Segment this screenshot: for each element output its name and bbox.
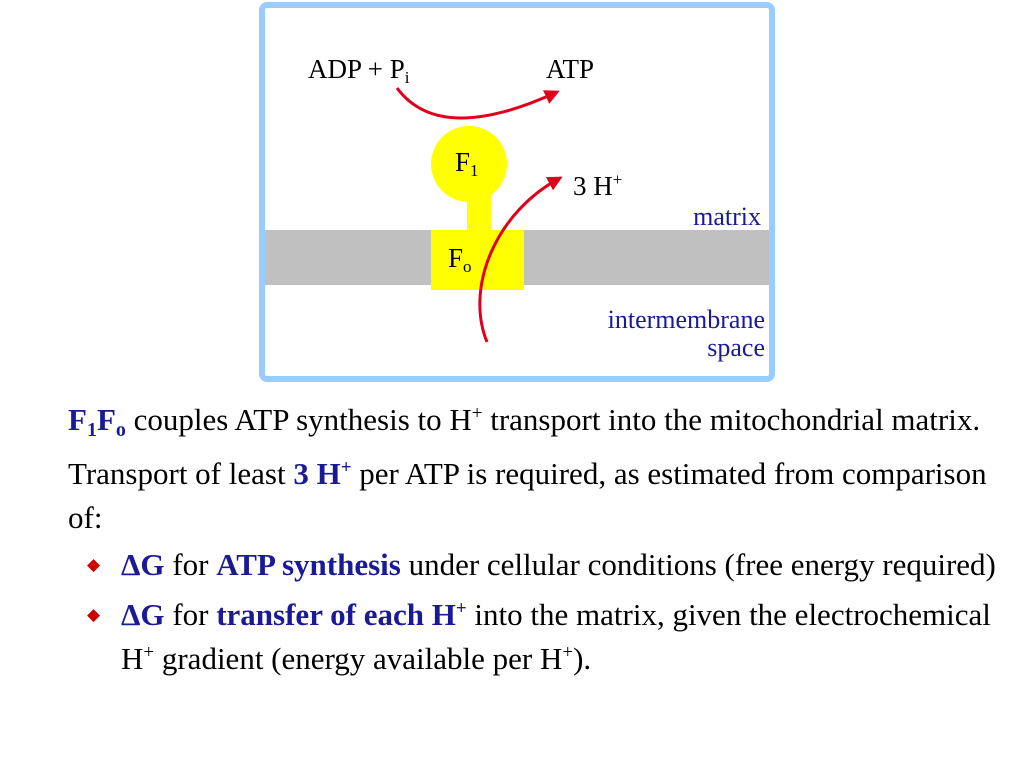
atp-synthesis-arrow bbox=[395, 87, 560, 120]
bullet-proton-transfer: ◆ ΔG for transfer of each H+ into the ma… bbox=[68, 593, 998, 681]
fo-label: Fo bbox=[448, 243, 472, 276]
slide-text: F1Fo couples ATP synthesis to H+ transpo… bbox=[68, 398, 998, 687]
reactant-label: ADP + Pi bbox=[308, 54, 410, 87]
proton-label: 3 H+ bbox=[573, 170, 623, 201]
matrix-label: matrix bbox=[693, 202, 761, 231]
fo-subunit bbox=[431, 230, 524, 290]
diagram-frame: ADP + Pi ATP F1 Fo 3 H+ matrix intermemb… bbox=[259, 2, 775, 382]
diamond-bullet-icon: ◆ bbox=[87, 605, 101, 624]
intro-paragraph: F1Fo couples ATP synthesis to H+ transpo… bbox=[68, 402, 987, 535]
proton-count-emphasis: 3 H+ bbox=[293, 456, 352, 491]
bullet-list: ◆ ΔG for ATP synthesis under cellular co… bbox=[68, 543, 998, 681]
intermembrane-space-label: intermembrane space bbox=[607, 305, 765, 363]
f1fo-term: F1Fo bbox=[68, 402, 126, 441]
proton-flow-arrow bbox=[478, 176, 563, 343]
f1-label: F1 bbox=[455, 147, 479, 180]
product-label: ATP bbox=[546, 54, 595, 84]
diamond-bullet-icon: ◆ bbox=[87, 555, 101, 574]
arrows bbox=[395, 87, 563, 343]
f1-subunit bbox=[431, 126, 507, 202]
bullet-atp-synthesis: ◆ ΔG for ATP synthesis under cellular co… bbox=[68, 543, 998, 587]
